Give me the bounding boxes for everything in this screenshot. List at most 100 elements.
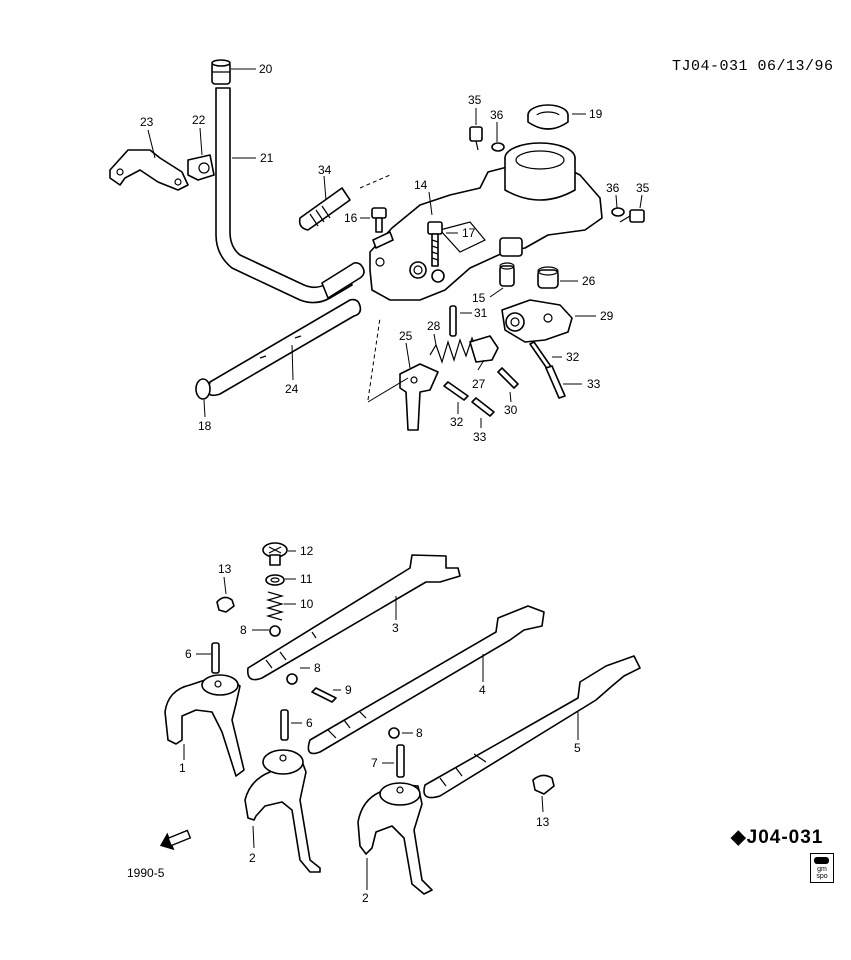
callout-35-lower: 35 [636, 181, 650, 195]
gm-spo-logo: gm spo [810, 853, 834, 883]
callout-32-upper: 32 [566, 350, 580, 364]
pin-7-part [382, 744, 405, 778]
select-lever-29-part [501, 299, 596, 343]
callout-13-right: 13 [536, 815, 550, 829]
callout-21: 21 [260, 151, 274, 165]
pin-32-lower-part [443, 381, 469, 414]
callout-8-lower: 8 [416, 726, 423, 740]
screw-12-part [262, 542, 296, 566]
pin-32-upper-part [529, 341, 562, 371]
pin-33-upper-part [545, 365, 582, 399]
callout-6-right: 6 [306, 716, 313, 730]
bolt-17-part [427, 221, 458, 267]
callout-9: 9 [345, 683, 352, 697]
shift-rod-4-part [307, 605, 545, 755]
shift-shaft-24-part [207, 298, 362, 397]
callout-1: 1 [179, 761, 186, 775]
callout-13-left: 13 [218, 562, 232, 576]
diagram-code: ◆J04-031 [731, 826, 823, 849]
bolt-16-part [360, 207, 387, 233]
bushing-26-part [537, 266, 578, 289]
callout-16: 16 [344, 211, 358, 225]
pin-33-lower-part [471, 397, 495, 428]
ball-8-lower-part [388, 727, 413, 739]
washer-36-lower-part [611, 194, 625, 217]
spring-28-part [429, 333, 479, 364]
callout-20: 20 [259, 62, 273, 76]
pin-31-part [449, 305, 472, 337]
callout-35-upper: 35 [468, 93, 482, 107]
callout-4: 4 [479, 683, 486, 697]
logo-block-icon [814, 857, 829, 864]
pin-6-right-part [280, 709, 302, 741]
callout-14: 14 [414, 178, 428, 192]
plug-34-part [298, 175, 351, 231]
breather-cap-part [211, 59, 256, 85]
plug-13-left-part [216, 576, 235, 613]
callout-33-upper: 33 [587, 377, 601, 391]
bolt-35-lower-part [619, 194, 645, 223]
callout-29: 29 [600, 309, 614, 323]
diagram-code-mark-icon: ◆ [731, 827, 747, 848]
shift-fork-2-right-part [357, 782, 433, 895]
washer-11-part [265, 574, 296, 586]
callout-25: 25 [399, 329, 413, 343]
diagram-code-text: J04-031 [746, 827, 824, 848]
sleeve-15-part [489, 262, 515, 298]
shift-case-housing-part [369, 142, 603, 301]
hose-clamp-part [187, 127, 215, 181]
fwd-arrow-icon [159, 829, 192, 851]
bracket-part [109, 129, 189, 191]
callout-18: 18 [198, 419, 212, 433]
breather-hose-part [215, 87, 365, 304]
bolt-35-upper-part [469, 108, 483, 151]
callout-22: 22 [192, 113, 206, 127]
pin-30-part [497, 367, 519, 403]
callout-28: 28 [427, 319, 441, 333]
callout-2-left: 2 [249, 851, 256, 865]
callout-11: 11 [300, 572, 313, 586]
oil-seal-19-part [527, 104, 586, 130]
callout-24: 24 [285, 382, 299, 396]
pin-9-part [311, 687, 341, 703]
callout-6-left: 6 [185, 647, 192, 661]
callout-7: 7 [371, 756, 378, 770]
shift-rod-3-part [246, 554, 461, 681]
plug-13-right-part [532, 774, 555, 813]
callout-10: 10 [300, 597, 314, 611]
callout-2-right: 2 [362, 891, 369, 905]
logo-text: gm spo [816, 866, 828, 880]
callout-26: 26 [582, 274, 596, 288]
callout-8-middle: 8 [314, 661, 321, 675]
callout-33-lower: 33 [473, 430, 487, 444]
o-ring-18-part [195, 378, 211, 418]
pin-near-16-part [372, 231, 394, 249]
callout-8-top: 8 [240, 623, 247, 637]
ball-8-top-part [252, 625, 281, 637]
shift-lever-25-part [399, 342, 439, 431]
shift-rod-5-part [423, 655, 641, 799]
ball-8-middle-part [286, 667, 310, 685]
shift-fork-2-left-part [244, 749, 321, 873]
callout-3: 3 [392, 621, 399, 635]
shaft-27-part [469, 335, 499, 371]
callout-36-lower: 36 [606, 181, 620, 195]
page-reference: 1990-5 [127, 866, 165, 880]
callout-19: 19 [589, 107, 603, 121]
callout-23: 23 [140, 115, 154, 129]
callout-31: 31 [474, 306, 488, 320]
callout-30: 30 [504, 403, 518, 417]
callout-17: 17 [462, 226, 476, 240]
callout-34: 34 [318, 163, 332, 177]
callout-36-upper: 36 [490, 108, 504, 122]
drawing-reference: TJ04-031 06/13/96 [672, 58, 834, 75]
spring-10-part [265, 591, 296, 621]
callout-5: 5 [574, 741, 581, 755]
callout-12: 12 [300, 544, 314, 558]
callout-15: 15 [472, 291, 486, 305]
callout-27: 27 [472, 377, 486, 391]
pin-6-left-part [196, 642, 220, 674]
callout-32-lower: 32 [450, 415, 464, 429]
washer-36-upper-part [491, 122, 505, 152]
